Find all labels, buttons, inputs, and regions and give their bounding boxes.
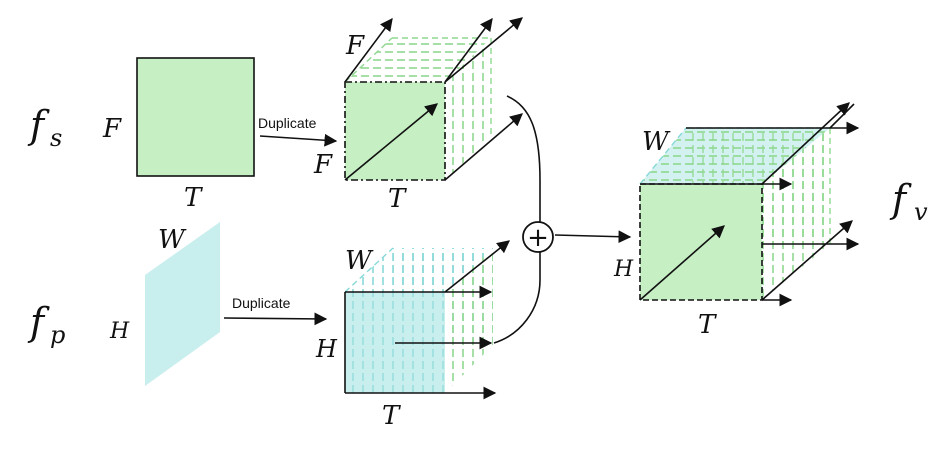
cube-out-arrow-5: [761, 102, 850, 185]
cube-spec-top-face: [345, 38, 491, 82]
cube-patch-side-label: H: [315, 335, 338, 363]
cube-out-arrow-6: [639, 225, 725, 301]
cube-output: W H T: [613, 102, 860, 340]
connector-from-spec-cube: [506, 95, 541, 222]
cube-patch: W H T: [315, 240, 511, 431]
cube-out-side-face: [762, 128, 830, 300]
spectrogram-rect: [136, 57, 255, 177]
cube-out-side-label: H: [613, 257, 634, 282]
spectrogram-square: F T: [102, 57, 255, 213]
fp-base: f: [27, 300, 50, 344]
fs-base: f: [27, 103, 50, 147]
patch-parallelogram: W H: [109, 222, 220, 386]
cube-spec-arrow-1: [444, 17, 493, 83]
combine-circle: [522, 221, 554, 253]
fp-symbol: f p: [27, 300, 65, 349]
fv-symbol: f v: [889, 177, 928, 226]
fv-sub: v: [914, 198, 928, 226]
cube-spec-arrow-3: [444, 17, 523, 83]
fp-sub: p: [50, 321, 65, 349]
cube-patch-side-face: [445, 248, 493, 393]
patch-shape: [145, 222, 220, 386]
fv-base: f: [889, 177, 912, 221]
patch-top-label: W: [158, 225, 187, 255]
cube-spec-arrow-2: [344, 17, 393, 83]
duplicate-arrow-top-line: [259, 133, 338, 147]
cube-spectrogram: F F T: [313, 17, 523, 214]
cube-spec-front-face: [344, 81, 446, 181]
cube-out-front-face: [639, 183, 763, 301]
combine-output-arrow: [554, 230, 632, 244]
cube-out-arrow-7: [761, 220, 853, 301]
duplicate-label-bottom: Duplicate: [232, 295, 291, 311]
cube-spec-arrow-5: [444, 113, 523, 181]
cube-patch-top-label: W: [345, 246, 374, 276]
combine-connectors: +: [493, 95, 632, 344]
spectrogram-height-label: F: [102, 114, 122, 144]
cube-out-top-label: W: [642, 127, 671, 157]
duplicate-arrow-bottom: Duplicate: [223, 295, 328, 326]
spectrogram-width-label: T: [184, 183, 203, 213]
patch-side-label: H: [109, 319, 130, 344]
duplicate-arrow-bottom-line: [223, 312, 328, 326]
combine-op: +: [527, 223, 549, 253]
fs-sub: s: [50, 124, 62, 152]
cube-out-bottom-label: T: [698, 310, 717, 340]
cube-spec-side-label: F: [313, 150, 333, 180]
fs-symbol: f s: [27, 103, 62, 152]
cube-spec-bottom-label: T: [388, 184, 407, 214]
cube-spec-arrow-4: [344, 103, 438, 181]
cube-patch-arrow-4: [444, 240, 511, 293]
cube-spec-top-label: F: [345, 31, 365, 61]
duplicate-arrow-top: Duplicate: [258, 115, 338, 147]
duplicate-label-top: Duplicate: [258, 115, 317, 131]
connector-from-patch-cube: [493, 252, 541, 344]
cube-spec-side-face: [445, 38, 491, 180]
cube-patch-bottom-label: T: [382, 401, 401, 431]
